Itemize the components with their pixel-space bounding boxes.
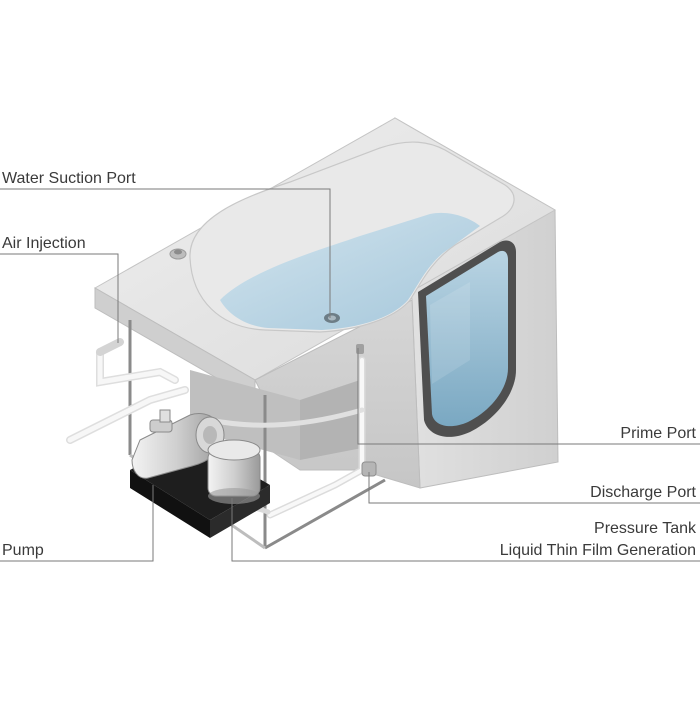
leader-discharge-port [368,472,700,504]
leader-air-injection [0,253,119,343]
leader-lines [0,188,700,562]
label-prime-port: Prime Port [620,425,696,442]
tub-basin [189,141,515,333]
label-pump: Pump [2,542,44,559]
label-liquid-thin-film: Liquid Thin Film Generation [499,542,696,559]
label-water-suction-port: Water Suction Port [2,170,136,187]
leader-prime-port [357,348,700,445]
label-air-injection: Air Injection [2,235,86,252]
label-discharge-port: Discharge Port [590,484,696,501]
leader-pump [0,485,154,562]
leader-water-suction [0,188,331,318]
label-pressure-tank: Pressure Tank [594,520,696,537]
tub-door [418,240,516,437]
air-injection-knob [169,248,187,260]
pressure-tank [207,439,261,504]
leader-pressure-tank [231,498,700,562]
